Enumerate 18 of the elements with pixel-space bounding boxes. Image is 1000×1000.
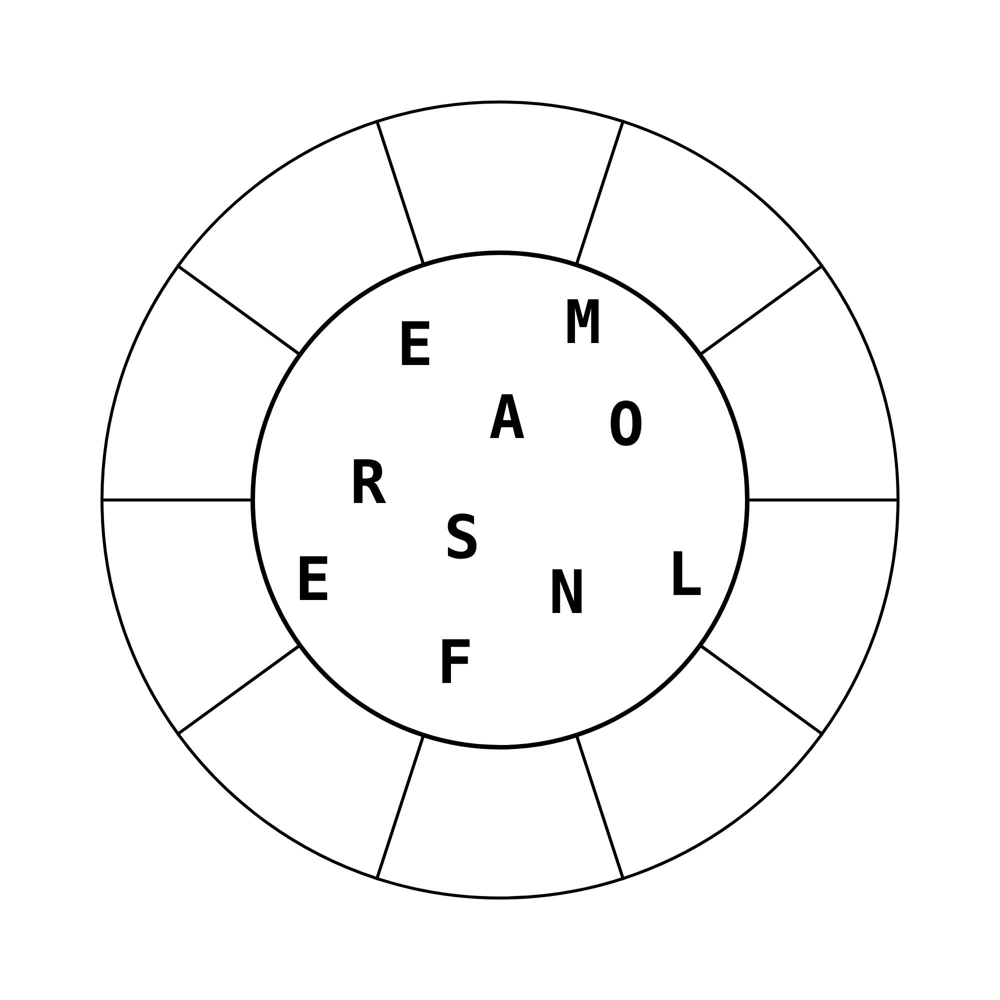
answer-segment (100, 264, 301, 502)
letter: M (564, 293, 602, 353)
answer-segment (699, 498, 900, 736)
letter: S (444, 508, 480, 568)
letter: E (294, 550, 332, 610)
answer-segment (575, 644, 824, 880)
letter: O (608, 395, 644, 455)
letter: N (548, 563, 586, 623)
answer-segment (176, 644, 425, 880)
answer-segment (376, 101, 624, 266)
letter: F (436, 633, 474, 693)
letter: E (396, 315, 434, 375)
answer-segment (699, 264, 900, 502)
letter: R (350, 453, 386, 513)
answer-segment (100, 498, 301, 736)
letter: L (666, 545, 704, 605)
letter: A (488, 388, 526, 448)
answer-segment (376, 734, 624, 899)
